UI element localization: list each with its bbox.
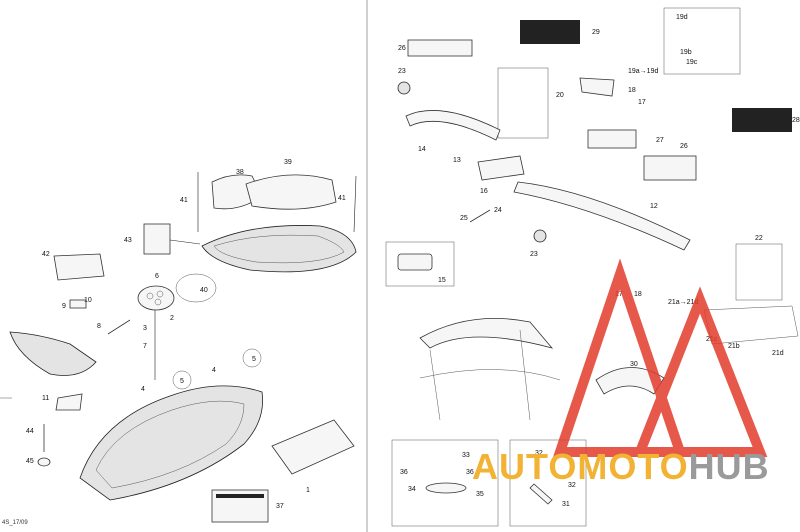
figure-code: 4S_17/09 [2, 520, 28, 526]
callout-15: 15 [438, 277, 446, 284]
callout-21a-21d: 21a→21d [668, 299, 698, 306]
part-42 [53, 253, 105, 281]
callout-18b: 18 [634, 291, 642, 298]
part-23b [533, 229, 547, 243]
callout-4b: 4 [212, 367, 216, 374]
callout-32b: 32 [568, 482, 576, 489]
callout-22: 22 [755, 235, 763, 242]
callout-36b: 36 [466, 469, 474, 476]
callout-26b: 26 [680, 143, 688, 150]
label-28 [732, 108, 792, 132]
callout-35: 35 [476, 491, 484, 498]
table-top-6 [137, 285, 175, 311]
watermark-text: AUTOMOTOHUB [472, 446, 770, 487]
callout-13: 13 [453, 157, 461, 164]
callout-4a: 4 [141, 386, 145, 393]
callout-19d: 19d [676, 14, 688, 21]
callout-17b: 17 [615, 291, 623, 298]
callout-36a: 36 [400, 469, 408, 476]
callout-19b: 19b [680, 49, 692, 56]
box-33-36 [391, 439, 499, 527]
callout-12: 12 [650, 203, 658, 210]
callout-23a: 23 [398, 68, 406, 75]
callout-9: 9 [62, 303, 66, 310]
decal-27 [587, 129, 637, 149]
decal-26a [407, 39, 473, 57]
callout-34: 34 [408, 486, 416, 493]
callout-5a: 5 [180, 378, 184, 385]
callout-19a-19d: 19a→19d [628, 68, 658, 75]
hull-part-11 [9, 331, 97, 376]
tower-assembly [419, 318, 554, 349]
callout-21b: 21b [728, 343, 740, 350]
callout-2: 2 [170, 315, 174, 322]
callout-41b: 41 [338, 195, 346, 202]
box-22 [735, 243, 783, 301]
callout-44: 44 [26, 428, 34, 435]
callout-24: 24 [494, 207, 502, 214]
callout-37: 37 [276, 503, 284, 510]
callout-25: 25 [460, 215, 468, 222]
rail-12 [513, 181, 691, 251]
callout-21d: 21d [772, 350, 784, 357]
callout-8: 8 [97, 323, 101, 330]
callout-27: 27 [656, 137, 664, 144]
callout-10: 10 [84, 297, 92, 304]
boat-hull-view [79, 385, 263, 501]
part-23a [397, 81, 411, 95]
callout-14: 14 [418, 146, 426, 153]
callout-33: 33 [462, 452, 470, 459]
callout-45: 45 [26, 458, 34, 465]
seat-cushion-39 [245, 174, 337, 210]
part-13 [477, 155, 525, 181]
callout-43: 43 [124, 237, 132, 244]
part-9 [69, 299, 87, 309]
callout-38: 38 [236, 169, 244, 176]
label-29 [520, 20, 580, 44]
callout-26a: 26 [398, 45, 406, 52]
callout-16: 16 [480, 188, 488, 195]
callout-39: 39 [284, 159, 292, 166]
callout-6: 6 [155, 273, 159, 280]
box-31-32 [509, 439, 587, 527]
callout-7: 7 [143, 343, 147, 350]
callout-5b: 5 [252, 356, 256, 363]
callout-1: 1 [306, 487, 310, 494]
part-43 [143, 223, 171, 255]
callout-40: 40 [200, 287, 208, 294]
decal-26b [643, 155, 697, 181]
part-11 [55, 393, 83, 411]
callout-18a: 18 [628, 87, 636, 94]
watermark-logo [553, 258, 768, 457]
part-1 [271, 419, 355, 475]
box-15 [385, 241, 455, 287]
callout-28: 28 [792, 117, 800, 124]
box-19 [663, 7, 741, 75]
box-20 [497, 67, 549, 139]
callout-30: 30 [630, 361, 638, 368]
callout-3: 3 [143, 325, 147, 332]
callout-19c: 19c [686, 59, 698, 66]
callout-29: 29 [592, 29, 600, 36]
callout-11: 11 [42, 395, 49, 402]
callout-41a: 41 [180, 197, 188, 204]
callout-42: 42 [42, 251, 50, 258]
callout-32a: 32 [535, 450, 543, 457]
callout-23b: 23 [530, 251, 538, 258]
callout-20: 20 [556, 92, 564, 99]
bracket-18 [579, 77, 615, 97]
tower-arch-14 [405, 110, 501, 141]
boat-top-view [201, 225, 357, 273]
callout-31: 31 [562, 501, 570, 508]
callout-17a: 17 [638, 99, 646, 106]
